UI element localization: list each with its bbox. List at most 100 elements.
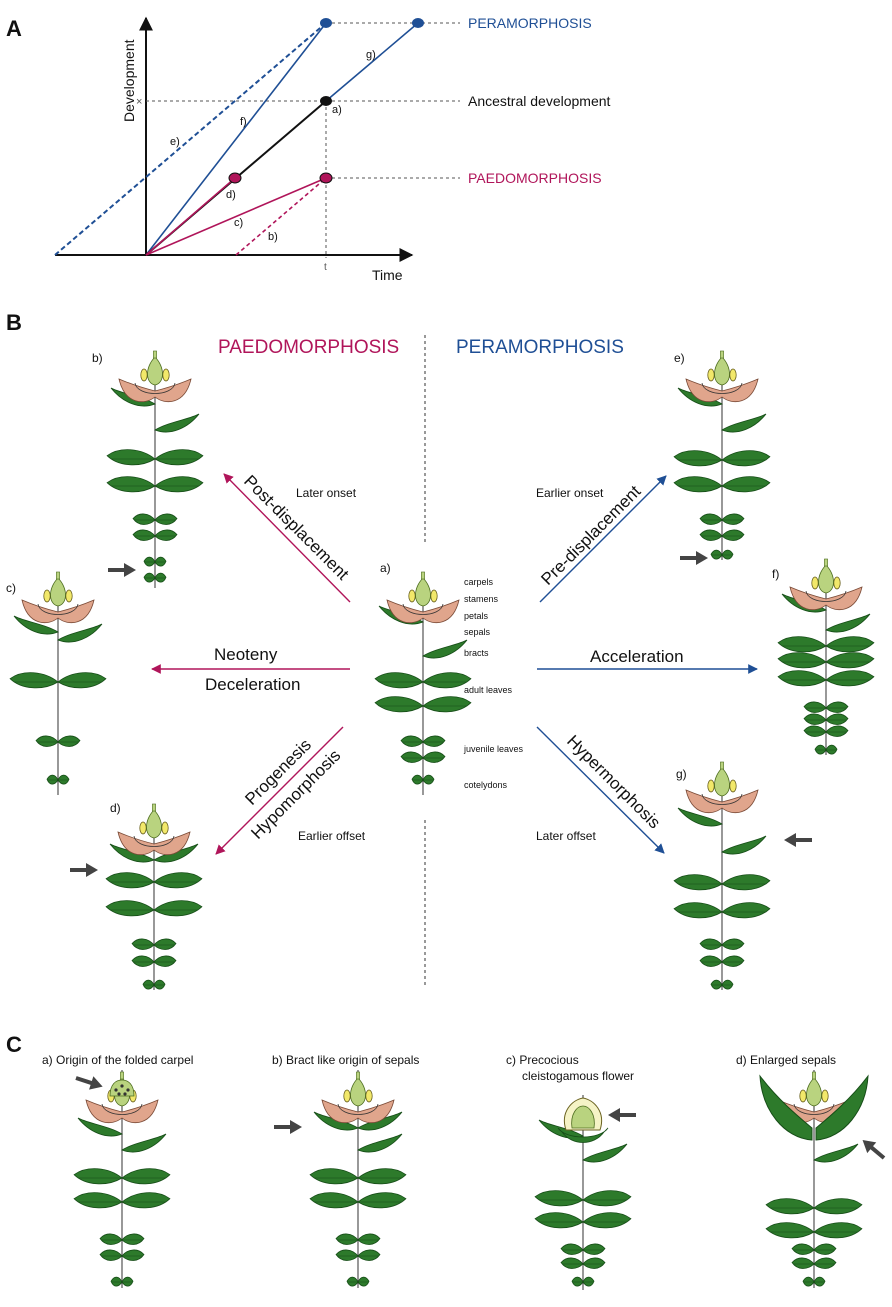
label-hypermorphosis: Hypermorphosis	[563, 731, 664, 832]
plant-b-c-flower-carpel	[50, 577, 66, 607]
plant-b-f-leaf-3-left	[803, 701, 827, 713]
plant-b-f-flower-petals	[789, 586, 863, 611]
plant-b-d-leaf-3-left	[131, 955, 155, 967]
pointer-arrow-c-b	[274, 1120, 302, 1134]
plant-b-g-leaf-2-right	[721, 938, 745, 950]
plant-hypermorphosis	[673, 761, 771, 990]
plant-c-b-flower-filaments	[337, 1103, 379, 1115]
plant-b-e-flower-stamen-right	[729, 368, 737, 382]
plant-b-f-leaf-3-right	[825, 701, 849, 713]
plant-b-b-flower-stamen-left	[140, 368, 148, 382]
label-earlier-offset: Earlier offset	[298, 829, 366, 843]
folded-carpel-ovule-3	[117, 1092, 121, 1096]
plant-c-c-leaf-2-left	[560, 1243, 584, 1255]
plant-b-f-flower-stamen-right	[833, 576, 841, 590]
plant-b-d-leaf-4-left	[142, 979, 155, 990]
arrow-progenesis	[215, 726, 344, 855]
label-later-onset: Later onset	[296, 486, 357, 500]
organ-label-petals: petals	[464, 611, 489, 621]
plant-c-b-leaf-4-left	[346, 1276, 359, 1287]
pointer-arrow-b	[108, 563, 136, 577]
plant-b-e-leaf-2-right	[721, 513, 745, 525]
plant-c-c-leaf-1-right	[582, 1212, 632, 1229]
plant-label-d: d)	[110, 801, 121, 815]
plant-b-d-flower-carpel	[146, 809, 162, 839]
plant-folded-carpel	[73, 1070, 171, 1288]
point-peramorphosis-1	[320, 18, 332, 28]
plant-c-c-leaf-0-right	[582, 1190, 632, 1207]
line-label-f: f)	[240, 116, 247, 128]
plant-c-b-leaf-3-left	[335, 1249, 359, 1261]
pointer-arrow-c-a	[75, 1076, 103, 1090]
plant-b-e-leaf-3-left	[699, 529, 723, 541]
plant-b-b-leaf-5-left	[143, 572, 156, 583]
plant-b-a-leaf-0-right	[422, 672, 472, 689]
plant-b-b-flower-stamen-right	[162, 368, 170, 382]
plant-b-b-flower-stigma	[153, 350, 157, 359]
plant-c-d-flower-filaments	[793, 1103, 835, 1115]
plant-c-b-bract-2	[357, 1133, 403, 1153]
plant-b-b-bract-1	[154, 413, 200, 433]
plant-label-a: a)	[380, 561, 391, 575]
plant-ancestral	[374, 571, 472, 795]
caption-c-d: d) Enlarged sepals	[736, 1053, 836, 1067]
plant-c-c-leaf-1-left	[534, 1212, 584, 1229]
point-ancestral	[320, 96, 332, 106]
plant-b-e-leaf-3-right	[721, 529, 745, 541]
plant-c-a-bract-1	[121, 1133, 167, 1153]
plant-b-c-bract-1	[57, 623, 103, 643]
plant-b-f-flower-carpel	[818, 564, 834, 594]
plant-c-b-leaf-4-right	[357, 1276, 370, 1287]
plant-b-f-leaf-4-right	[825, 713, 849, 725]
plant-c-c-leaf-4-left	[571, 1276, 584, 1287]
plant-b-e-flower-stamen-left	[707, 368, 715, 382]
label-acceleration: Acceleration	[590, 647, 684, 666]
heading-peramorphosis: PERAMORPHOSIS	[456, 337, 624, 358]
caption-c-c-line2: cleistogamous flower	[522, 1069, 634, 1083]
plant-b-f-flower-filaments	[805, 590, 847, 602]
plant-b-c-leaf-2-left	[46, 774, 59, 785]
panel-c-label: C	[6, 1032, 22, 1057]
plant-c-d-flower-stigma	[812, 1071, 816, 1080]
plant-b-g-flower-stamen-left	[707, 779, 715, 793]
plant-c-d-leaf-3-right	[813, 1257, 837, 1269]
plant-c-a-leaf-0-right	[121, 1168, 171, 1185]
plant-b-b-leaf-2-right	[154, 513, 178, 525]
plant-b-b-leaf-2-left	[132, 513, 156, 525]
plant-b-a-leaf-3-left	[400, 751, 424, 763]
plant-b-a-flower-carpel	[415, 577, 431, 607]
plant-b-g-flower-petals	[685, 789, 759, 814]
label-deceleration: Deceleration	[205, 675, 300, 694]
folded-carpel-ovule-0	[114, 1088, 118, 1092]
label-later-offset: Later offset	[536, 829, 596, 843]
plant-b-g-leaf-3-left	[699, 955, 723, 967]
plant-c-b-leaf-3-right	[357, 1249, 381, 1261]
arrow-hypermorphosis	[536, 726, 665, 854]
plant-b-e-leaf-4-right	[721, 549, 734, 560]
plant-c-d-leaf-0-right	[813, 1198, 863, 1215]
panel-b-label: B	[6, 310, 22, 335]
plant-b-f-leaf-1-left	[777, 652, 827, 669]
plant-b-e-flower-filaments	[701, 382, 743, 394]
plant-b-f-flower-stigma	[824, 558, 828, 567]
plant-b-f-leaf-5-right	[825, 725, 849, 737]
plant-b-g-flower-carpel	[714, 767, 730, 797]
plant-b-a-flower-petals	[386, 599, 460, 624]
closed-flower-inner	[571, 1105, 595, 1129]
plant-b-d-leaf-0-right	[153, 872, 203, 889]
plant-b-g-leaf-0-left	[673, 874, 723, 891]
plant-enlarged-sepals	[759, 1070, 869, 1288]
plant-neoteny	[9, 571, 107, 795]
plant-b-b-leaf-0-right	[154, 449, 204, 466]
plant-c-a-leaf-2-left	[99, 1233, 123, 1245]
plant-c-d-leaf-2-left	[791, 1243, 815, 1255]
plant-b-d-flower-stigma	[152, 803, 156, 812]
plant-b-e-bract-1	[721, 413, 767, 433]
caption-c-c-line1: c) Precocious	[506, 1053, 579, 1067]
plant-c-d-flower-stamen-left	[799, 1089, 807, 1103]
plant-c-c-bract-1	[582, 1143, 628, 1163]
plant-c-d-leaf-2-right	[813, 1243, 837, 1255]
line-b	[235, 177, 327, 256]
plant-b-b-leaf-3-left	[132, 529, 156, 541]
plant-b-f-leaf-2-left	[777, 670, 827, 687]
